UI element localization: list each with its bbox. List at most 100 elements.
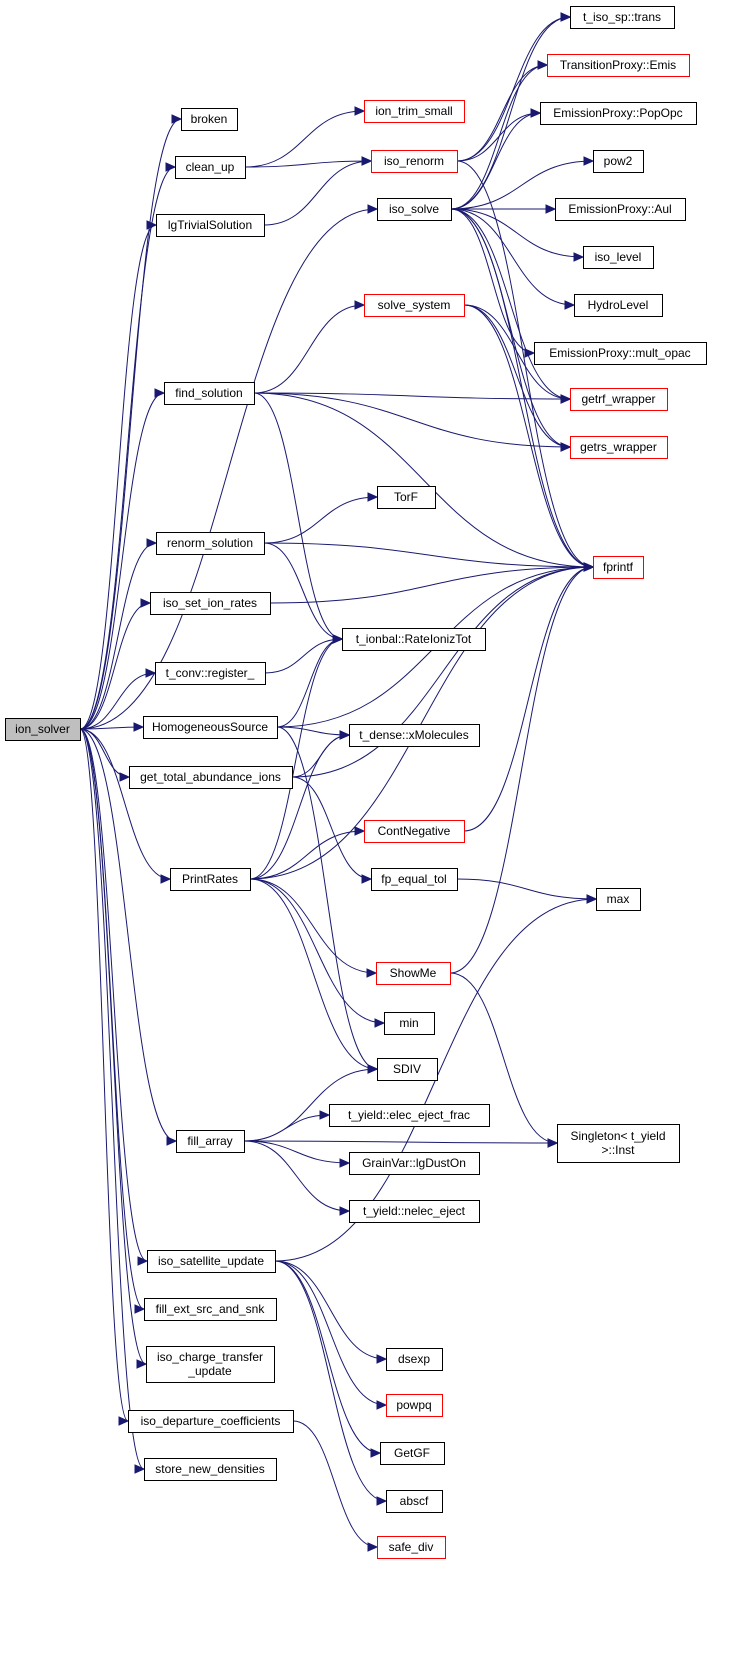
node-powpq[interactable]: powpq: [386, 1394, 443, 1417]
node-box: [557, 1124, 680, 1163]
edge-PrintRates-to-SDIV: [249, 878, 378, 1070]
node-getrf_wrapper[interactable]: getrf_wrapper: [570, 388, 668, 411]
node-EmissionProxy_Aul[interactable]: EmissionProxy::Aul: [555, 198, 686, 221]
node-GetGF[interactable]: GetGF: [380, 1442, 445, 1465]
node-fp_equal_tol[interactable]: fp_equal_tol: [371, 868, 458, 891]
node-label: EmissionProxy::mult_opac: [549, 346, 690, 360]
node-safe_div[interactable]: safe_div: [377, 1536, 446, 1559]
node-renorm_solution[interactable]: renorm_solution: [156, 532, 265, 555]
node-fill_ext_src_and_snk[interactable]: fill_ext_src_and_snk: [144, 1298, 277, 1321]
node-box: [386, 1490, 443, 1513]
edge-PrintRates-to-ContNegative: [249, 830, 365, 880]
node-iso_solve[interactable]: iso_solve: [377, 198, 452, 221]
edge-PrintRates-to-t_dense_xMolecules: [249, 734, 350, 880]
node-label: renorm_solution: [167, 536, 253, 550]
node-label: HomogeneousSource: [152, 720, 268, 734]
edge-iso_set_ion_rates-to-fprintf: [269, 566, 594, 604]
node-PrintRates[interactable]: PrintRates: [170, 868, 251, 891]
edge-fill_array-to-GrainVar_lgDustOn: [243, 1140, 350, 1164]
edge-iso_solve-to-EmissionProxy_mult_opac: [450, 208, 535, 354]
node-box: [377, 486, 436, 509]
node-iso_set_ion_rates[interactable]: iso_set_ion_rates: [150, 592, 271, 615]
node-label: t_conv::register_: [166, 666, 255, 680]
node-max[interactable]: max: [596, 888, 641, 911]
edge-ion_solver-to-find_solution: [79, 392, 165, 730]
node-fprintf[interactable]: fprintf: [593, 556, 644, 579]
node-getrs_wrapper[interactable]: getrs_wrapper: [570, 436, 668, 459]
arrowhead: [376, 1400, 388, 1410]
node-label: t_yield::nelec_eject: [363, 1204, 466, 1218]
node-TransitionProxy_Emis[interactable]: TransitionProxy::Emis: [547, 54, 690, 77]
node-EmissionProxy_PopOpc[interactable]: EmissionProxy::PopOpc: [540, 102, 697, 125]
edge-iso_satellite_update-to-dsexp: [274, 1260, 387, 1360]
arrowhead: [118, 1416, 130, 1426]
node-ion_solver[interactable]: ion_solver: [5, 718, 81, 741]
edge-PrintRates-to-min: [249, 878, 385, 1024]
node-pow2[interactable]: pow2: [593, 150, 644, 173]
edge-HomogeneousSource-to-SDIV: [276, 726, 378, 1070]
node-t_conv_register_[interactable]: t_conv::register_: [155, 662, 266, 685]
arrowhead: [145, 668, 157, 678]
node-get_total_abundance_ions[interactable]: get_total_abundance_ions: [129, 766, 293, 789]
node-TorF[interactable]: TorF: [377, 486, 436, 509]
node-broken[interactable]: broken: [181, 108, 238, 131]
edge-ion_solver-to-PrintRates: [79, 728, 171, 880]
node-t_yield_elec_eject_frac[interactable]: t_yield::elec_eject_frac: [329, 1104, 490, 1127]
node-t_iso_sp_trans[interactable]: t_iso_sp::trans: [570, 6, 675, 29]
arrowhead: [560, 12, 572, 22]
arrowhead: [146, 538, 158, 548]
edge-ion_solver-to-clean_up: [79, 166, 176, 730]
node-iso_renorm[interactable]: iso_renorm: [371, 150, 458, 173]
node-label: dsexp: [398, 1352, 430, 1366]
edge-ion_solver-to-store_new_densities: [79, 728, 145, 1470]
arrowhead: [354, 300, 366, 310]
node-clean_up[interactable]: clean_up: [175, 156, 246, 179]
node-label: iso_solve: [389, 202, 439, 216]
node-label: EmissionProxy::PopOpc: [553, 106, 682, 120]
node-solve_system[interactable]: solve_system: [364, 294, 465, 317]
edge-find_solution-to-getrs_wrapper: [253, 392, 571, 448]
node-box: [555, 198, 686, 221]
node-label: HydroLevel: [588, 298, 649, 312]
node-Singleton_t_yield_Inst[interactable]: Singleton< t_yield>::Inst: [557, 1124, 680, 1163]
node-box: [593, 556, 644, 579]
node-ion_trim_small[interactable]: ion_trim_small: [364, 100, 465, 123]
arrowhead: [524, 348, 536, 358]
node-ShowMe[interactable]: ShowMe: [376, 962, 451, 985]
node-iso_satellite_update[interactable]: iso_satellite_update: [147, 1250, 276, 1273]
node-GrainVar_lgDustOn[interactable]: GrainVar::lgDustOn: [349, 1152, 480, 1175]
edge-PrintRates-to-t_ionbal_RateIonizTot: [249, 638, 343, 880]
node-t_yield_nelec_eject[interactable]: t_yield::nelec_eject: [349, 1200, 480, 1223]
node-label: _update: [187, 1364, 232, 1378]
node-dsexp[interactable]: dsexp: [386, 1348, 443, 1371]
node-iso_level[interactable]: iso_level: [583, 246, 654, 269]
node-abscf[interactable]: abscf: [386, 1490, 443, 1513]
node-lgTrivialSolution[interactable]: lgTrivialSolution: [156, 214, 265, 237]
arrowhead: [134, 1464, 146, 1474]
node-fill_array[interactable]: fill_array: [176, 1130, 245, 1153]
arrowhead: [354, 826, 366, 836]
arrowhead: [339, 730, 351, 740]
node-HomogeneousSource[interactable]: HomogeneousSource: [143, 716, 278, 739]
arrowhead: [339, 1206, 351, 1216]
edge-iso_solve-to-EmissionProxy_PopOpc: [450, 112, 541, 210]
node-SDIV[interactable]: SDIV: [377, 1058, 438, 1081]
node-label: ContNegative: [378, 824, 451, 838]
node-find_solution[interactable]: find_solution: [164, 382, 255, 405]
node-min[interactable]: min: [384, 1012, 435, 1035]
node-EmissionProxy_mult_opac[interactable]: EmissionProxy::mult_opac: [534, 342, 707, 365]
node-ContNegative[interactable]: ContNegative: [364, 820, 465, 843]
node-store_new_densities[interactable]: store_new_densities: [144, 1458, 277, 1481]
node-t_ionbal_RateIonizTot[interactable]: t_ionbal::RateIonizTot: [342, 628, 486, 651]
node-iso_charge_transfer_update[interactable]: iso_charge_transfer_update: [146, 1346, 275, 1383]
node-box: [5, 718, 81, 741]
edge-HomogeneousSource-to-t_dense_xMolecules: [276, 726, 350, 736]
node-box: [181, 108, 238, 131]
node-iso_departure_coefficients[interactable]: iso_departure_coefficients: [128, 1410, 294, 1433]
node-box: [144, 1298, 277, 1321]
arrowhead: [564, 300, 576, 310]
node-HydroLevel[interactable]: HydroLevel: [574, 294, 663, 317]
edge-find_solution-to-solve_system: [253, 304, 365, 394]
node-t_dense_xMolecules[interactable]: t_dense::xMolecules: [349, 724, 480, 747]
node-box: [147, 1250, 276, 1273]
